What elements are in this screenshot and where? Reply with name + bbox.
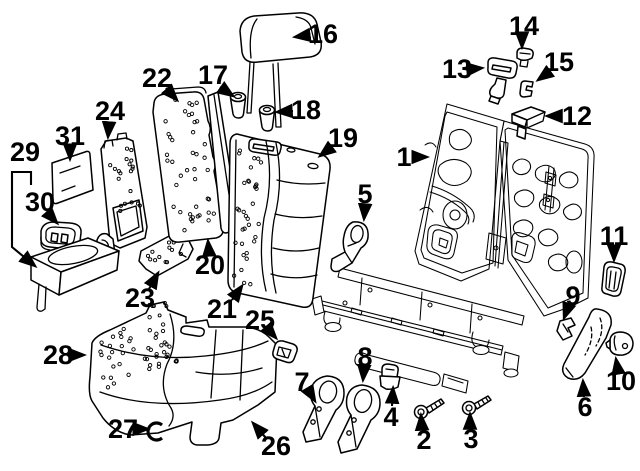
callout-label-30[interactable]: 30 [25,187,55,217]
callout-label-15[interactable]: 15 [544,47,574,77]
callout-label-6[interactable]: 6 [577,392,592,422]
callout-4-arrow [384,384,400,407]
callout-15-arrow [535,64,556,82]
callout-6-arrow [576,377,592,398]
callout-25-arrow [260,321,279,341]
callout-2-arrow [414,411,430,432]
callout-label-12[interactable]: 12 [562,101,592,131]
callout-18-arrow [273,103,294,119]
callout-17-arrow [215,80,236,98]
callout-label-29[interactable]: 29 [10,137,40,167]
callout-5-arrow [357,202,373,223]
callout-label-14[interactable]: 14 [509,11,539,41]
seat-frame-drawing [311,103,595,394]
callout-label-19[interactable]: 19 [328,123,358,153]
callout-label-3[interactable]: 3 [463,424,478,454]
side-shield-drawing [561,308,612,380]
small-foam-drawing [138,233,194,277]
callout-label-20[interactable]: 20 [195,250,225,280]
callout-label-1[interactable]: 1 [396,142,411,172]
cap-4-drawing [379,363,401,390]
latch-13-drawing [487,57,518,105]
armrest-drawing [30,232,120,312]
belt-guide-5-drawing [330,221,369,273]
callout-label-11[interactable]: 11 [600,221,629,251]
callout-label-13[interactable]: 13 [442,54,472,84]
headrest-guide-17-drawing [229,91,247,119]
cup-holder-drawing [40,221,82,253]
callout-19-arrow [317,140,337,158]
callout-30-arrow [41,206,60,226]
callout-label-27[interactable]: 27 [108,414,138,444]
callout-13-arrow [465,62,486,77]
callout-10-arrow [611,355,626,376]
cover-pad-11-drawing [601,261,626,297]
callout-label-31[interactable]: 31 [55,121,85,151]
callout-26-arrow [250,420,269,440]
back-cushion-drawing [227,133,331,309]
callout-20-arrow [201,237,217,258]
callout-label-24[interactable]: 24 [95,96,125,126]
headrest-drawing [239,12,323,128]
screw-2-drawing [413,398,445,420]
callout-8-arrow [356,363,372,384]
callout-22-arrow [160,83,180,103]
back-board-drawing [100,132,148,249]
headrest-guide-18-drawing [258,104,276,132]
callout-label-28[interactable]: 28 [43,340,73,370]
cap-14-drawing [516,47,534,68]
callout-29-arrow [10,170,38,269]
callout-label-25[interactable]: 25 [245,305,275,335]
callout-label-26[interactable]: 26 [261,431,291,461]
callout-label-22[interactable]: 22 [142,63,172,93]
callout-16-arrow [291,27,312,43]
callout-24-arrow [101,120,117,141]
callout-label-5[interactable]: 5 [357,179,372,209]
callout-label-7[interactable]: 7 [294,367,309,397]
callout-label-4[interactable]: 4 [383,402,398,432]
callout-label-17[interactable]: 17 [198,60,228,90]
guide-clip-drawing [272,340,298,364]
clip-9-drawing [556,317,576,341]
clip-15-drawing [519,80,534,98]
callout-9-arrow [562,300,577,321]
callout-label-18[interactable]: 18 [291,95,321,125]
flat-panel-drawing [51,150,94,205]
screw-3-drawing [461,395,492,416]
knob-10-drawing [605,331,634,356]
loop-cover-8-drawing [337,384,381,454]
callout-label-8[interactable]: 8 [357,342,372,372]
callout-label-21[interactable]: 21 [207,294,237,324]
callout-21-arrow [226,283,244,304]
callout-23-arrow [143,270,160,291]
callout-label-2[interactable]: 2 [416,425,431,455]
callout-label-9[interactable]: 9 [565,281,580,311]
seat-cushion-drawing [88,301,278,446]
callout-label-10[interactable]: 10 [606,366,636,396]
callout-label-16[interactable]: 16 [308,19,338,49]
callout-7-arrow [300,383,317,404]
callout-label-23[interactable]: 23 [125,283,155,313]
